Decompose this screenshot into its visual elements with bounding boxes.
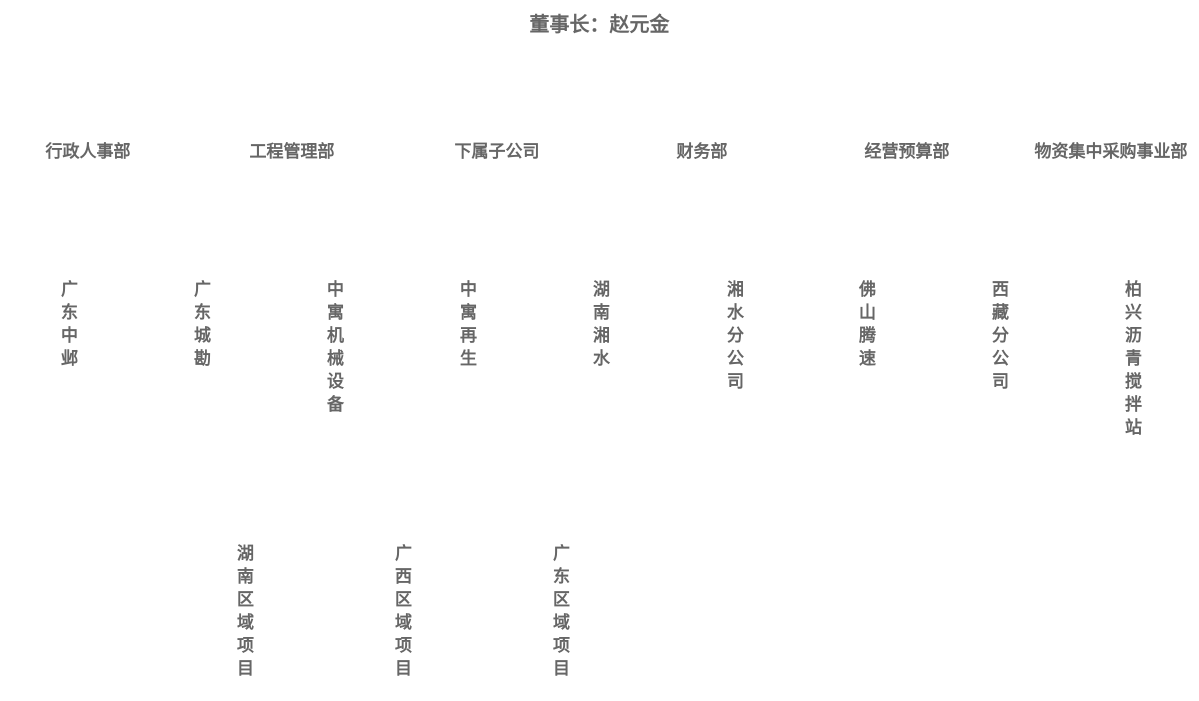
unit-foshan-tengsu: 佛山腾速 [855, 280, 875, 372]
dept-admin-hr: 行政人事部 [45, 142, 131, 162]
unit-hunan-xiangshui: 湖南湘水 [589, 280, 609, 372]
unit-baixing-asphalt: 柏兴沥青搅拌站 [1121, 280, 1141, 441]
unit-guangdong-zhongye: 广东中邺 [57, 280, 77, 372]
unit-guangdong-chengkan: 广东城勘 [190, 280, 210, 372]
chairman-node: 董事长：赵元金 [529, 12, 670, 36]
dept-engineering: 工程管理部 [249, 142, 335, 162]
dept-budget: 经营预算部 [864, 142, 950, 162]
unit-tibet-branch: 西藏分公司 [988, 280, 1008, 395]
dept-procurement: 物资集中采购事业部 [1034, 142, 1188, 162]
dept-subsidiaries: 下属子公司 [454, 142, 540, 162]
region-guangxi-projects: 广西区域项目 [391, 544, 411, 682]
dept-finance: 财务部 [676, 142, 728, 162]
unit-xiangshui-branch: 湘水分公司 [723, 280, 743, 395]
unit-zhongyu-machinery: 中寓机械设备 [323, 280, 343, 418]
region-guangdong-projects: 广东区域项目 [549, 544, 569, 682]
region-hunan-projects: 湖南区域项目 [233, 544, 253, 682]
unit-zhongyu-recycling: 中寓再生 [456, 280, 476, 372]
